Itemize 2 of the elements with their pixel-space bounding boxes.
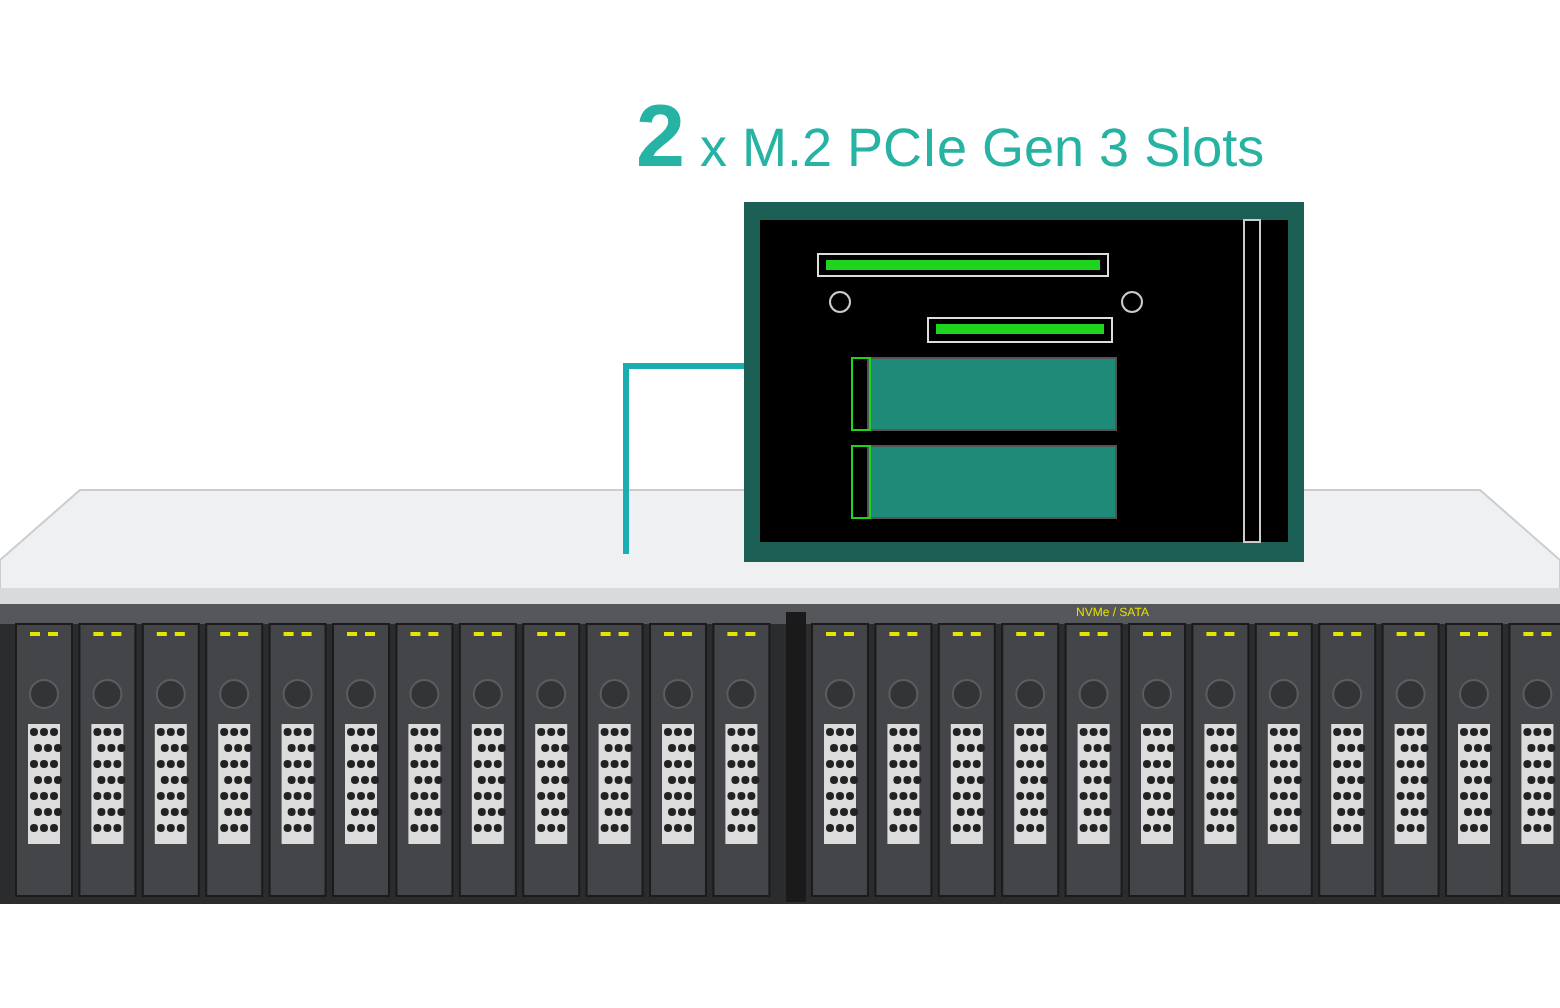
- leader-line: [623, 363, 744, 554]
- heading: 2 x M.2 PCIe Gen 3 Slots: [636, 88, 1265, 188]
